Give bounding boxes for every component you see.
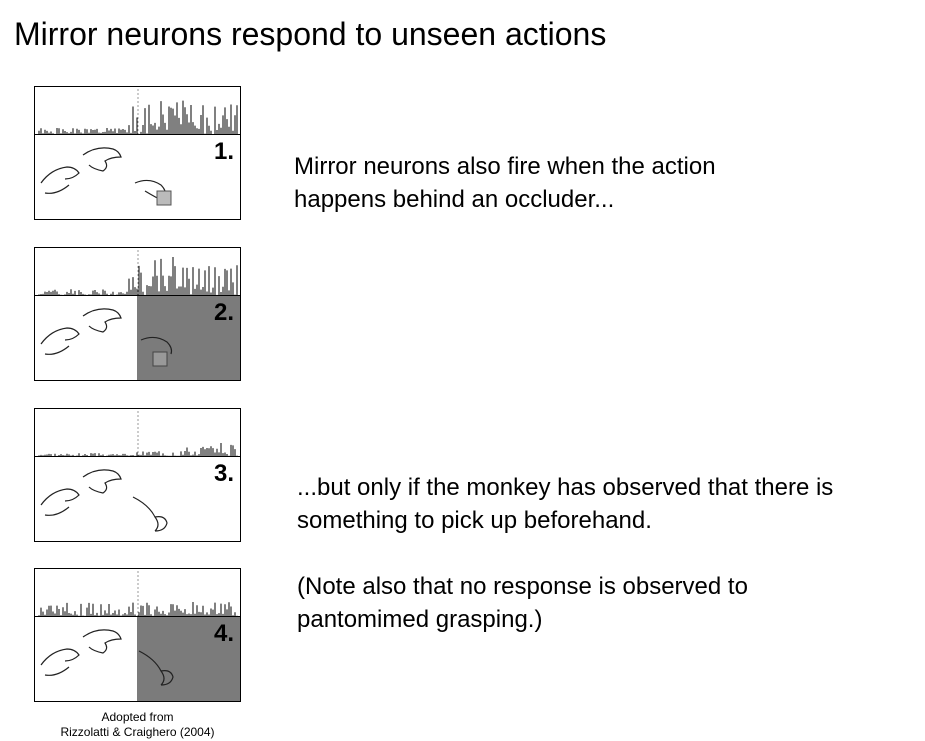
hand-drawing-2 — [40, 308, 173, 367]
scene-4: 4. — [34, 616, 241, 702]
figure-caption: Adopted from Rizzolatti & Craighero (200… — [34, 710, 241, 740]
spike-histogram-3 — [34, 408, 241, 456]
figure-panel-3: 3. — [34, 408, 241, 545]
text-block-1: Mirror neurons also fire when the action… — [294, 150, 716, 216]
slide-title: Mirror neurons respond to unseen actions — [14, 16, 607, 52]
spike-histogram-2 — [34, 247, 241, 295]
caption-line-2: Rizzolatti & Craighero (2004) — [60, 725, 215, 739]
hand-drawing-1 — [40, 147, 172, 206]
text-block-1-line-1: Mirror neurons also fire when the action — [294, 153, 716, 180]
caption-line-1: Adopted from — [101, 710, 174, 724]
text-block-3-line-1: (Note also that no response is observed … — [297, 573, 748, 600]
text-block-3: (Note also that no response is observed … — [297, 570, 748, 636]
scene-2: 2. — [34, 295, 241, 381]
panel-number-4: 4. — [213, 620, 234, 647]
text-block-2-line-1: ...but only if the monkey has observed t… — [297, 474, 834, 501]
text-block-3-line-2: pantomimed grasping.) — [297, 606, 543, 633]
hand-drawing-4 — [40, 629, 174, 686]
figure-panel-4: 4. — [34, 568, 241, 704]
scene-1: 1. — [34, 134, 241, 220]
panel-number-1: 1. — [213, 138, 234, 165]
text-block-2: ...but only if the monkey has observed t… — [297, 471, 833, 537]
panel-number-3: 3. — [213, 460, 234, 487]
spike-histogram-1 — [34, 86, 241, 134]
figure-panel-1: 1. — [34, 86, 241, 224]
text-block-2-line-2: something to pick up beforehand. — [297, 507, 652, 534]
scene-3: 3. — [34, 456, 241, 542]
panel-number-2: 2. — [213, 299, 234, 326]
figure-panel-2: 2. — [34, 247, 241, 383]
text-block-1-line-2: happens behind an occluder... — [294, 186, 615, 213]
spike-histogram-4 — [34, 568, 241, 616]
hand-drawing-3 — [40, 469, 168, 532]
occluder-screen-4 — [137, 617, 240, 701]
